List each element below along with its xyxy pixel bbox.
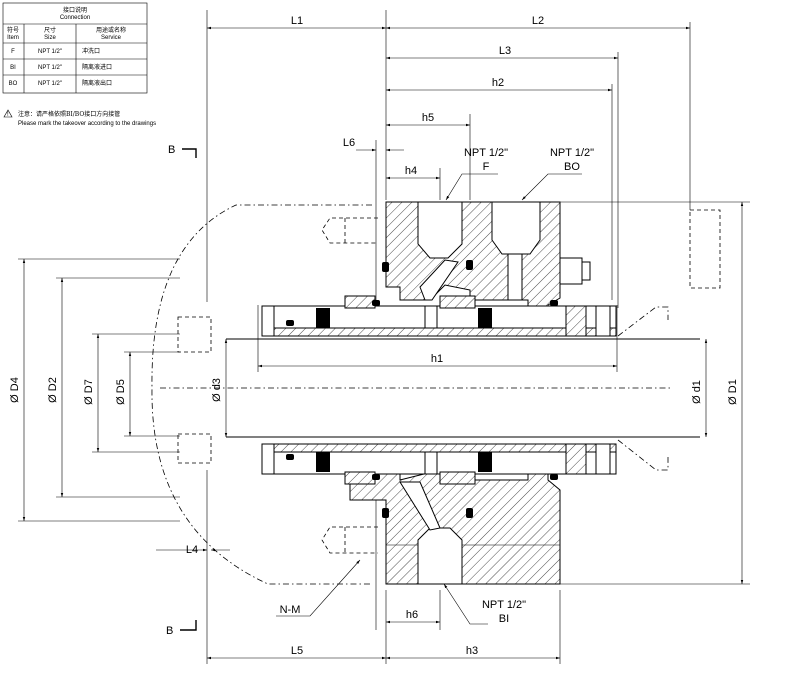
dim-L5: L5: [291, 645, 303, 657]
svg-text:h1: h1: [431, 353, 443, 365]
dimension-lines-top: L1 L2 L3 h2 h5 L6 h4: [206, 10, 691, 308]
header-size-en: Size: [44, 35, 56, 41]
dim-L2: L2: [532, 15, 544, 27]
table-title-en: Connection: [60, 15, 90, 21]
section-mark-bottom: B: [166, 620, 197, 637]
dim-D1: Ø D1: [727, 379, 739, 405]
dim-D5: Ø D5: [115, 379, 127, 405]
port-label-BO: NPT 1/2" BO: [521, 147, 594, 201]
bolt-label: N-M: [276, 559, 361, 617]
section-mark-top: B: [168, 144, 197, 158]
dim-L1: L1: [291, 15, 303, 27]
note-cn: 注意：请严格依照BI/BO接口方向接管: [18, 110, 120, 118]
dim-D4: Ø D4: [9, 377, 21, 403]
port-label-BI: NPT 1/2" BI: [443, 583, 526, 625]
shaft-sleeve: [226, 295, 700, 485]
table-row-item: BO: [9, 81, 18, 87]
svg-text:NPT 1/2": NPT 1/2": [482, 599, 526, 611]
dim-d1: Ø d1: [691, 380, 703, 404]
connection-table: 接口说明 Connection 符号 Item 尺寸 Size 用途或名称 Se…: [2, 2, 148, 94]
dim-L4: L4: [186, 544, 198, 556]
table-row-service: 冲洗口: [82, 47, 100, 55]
port-label-F: NPT 1/2" F: [445, 147, 508, 201]
header-item: 符号: [7, 26, 19, 34]
table-row-size: NPT 1/2": [38, 81, 62, 87]
svg-text:B: B: [168, 144, 175, 156]
table-row-item: BI: [10, 65, 16, 71]
svg-text:BI: BI: [499, 613, 509, 625]
svg-text:NPT 1/2": NPT 1/2": [464, 147, 508, 159]
warning-icon: [3, 109, 13, 118]
header-service-en: Service: [101, 35, 122, 41]
warning-note: ! 注意：请严格依照BI/BO接口方向接管 Please mark the ta…: [3, 109, 156, 127]
dim-h4: h4: [405, 165, 417, 177]
spring-lower-right: [478, 452, 492, 472]
dim-h3: h3: [466, 645, 478, 657]
svg-text:!: !: [7, 112, 9, 118]
table-row-service: 隔离液出口: [82, 79, 112, 87]
table-row-service: 隔离液进口: [82, 63, 112, 71]
dim-h2: h2: [492, 77, 504, 89]
svg-text:B: B: [166, 625, 173, 637]
table-row-size: NPT 1/2": [38, 65, 62, 71]
dim-D7: Ø D7: [83, 379, 95, 405]
dim-D2: Ø D2: [47, 377, 59, 403]
table-title: 接口说明: [63, 6, 87, 14]
o-rings: [286, 260, 558, 518]
svg-text:NPT 1/2": NPT 1/2": [550, 147, 594, 159]
spring-lower-left: [316, 452, 330, 472]
dim-L3: L3: [499, 45, 511, 57]
spring-upper-left: [316, 308, 330, 328]
table-row-size: NPT 1/2": [38, 49, 62, 55]
dim-h5: h5: [422, 112, 434, 124]
spring-upper-right: [478, 308, 492, 328]
svg-text:N-M: N-M: [280, 604, 301, 616]
seal-gland-upper: [385, 201, 591, 319]
dimension-h1: h1: [257, 305, 618, 372]
seal-gland-lower: [349, 469, 561, 585]
svg-text:BO: BO: [564, 161, 580, 173]
note-en: Please mark the takeover according to th…: [18, 121, 156, 127]
dimension-lines-bottom: L4 h6 L5 h3: [156, 470, 561, 664]
header-item-en: Item: [7, 35, 19, 41]
dim-h6: h6: [406, 609, 418, 621]
header-size: 尺寸: [44, 26, 56, 34]
svg-text:F: F: [483, 161, 490, 173]
table-row-item: F: [11, 49, 15, 55]
dim-L6: L6: [343, 137, 355, 149]
diameter-dimensions: Ø D4 Ø D2 Ø D7 Ø D5 Ø d3 Ø d1 Ø D1: [9, 201, 750, 585]
header-service: 用途或名称: [96, 26, 126, 34]
dim-d3: Ø d3: [211, 378, 223, 402]
